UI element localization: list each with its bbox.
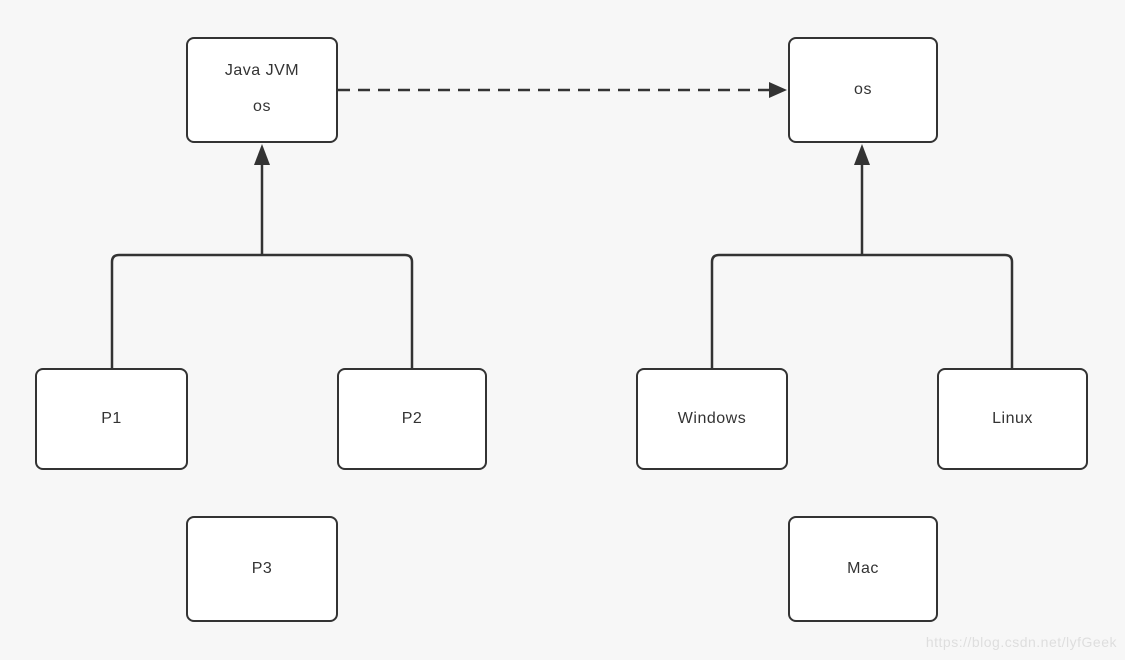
arrowhead-right-icon [769,82,787,98]
edge-windows-linux-to-os [710,144,1014,368]
node-p1: P1 [35,368,188,470]
node-os-label: os [854,81,872,98]
node-os: os [788,37,938,143]
edge-p1-p2-to-jvm [110,144,414,368]
node-linux: Linux [937,368,1088,470]
node-windows: Windows [636,368,788,470]
edge-jvm-to-os-dashed-arrow [338,82,787,98]
node-windows-label: Windows [677,410,747,427]
node-p3: P3 [186,516,338,622]
watermark: https://blog.csdn.net/lyfGeek [925,634,1117,650]
arrowhead-up-icon [854,144,870,165]
arrowhead-up-icon [254,144,270,165]
node-mac-label: Mac [847,560,879,577]
node-java-jvm: Java JVM os [186,37,338,143]
node-p3-label: P3 [251,560,273,577]
node-java-jvm-line1: Java JVM [224,62,300,79]
node-p1-label: P1 [101,410,122,427]
node-linux-label: Linux [992,410,1033,427]
node-mac: Mac [788,516,938,622]
node-p2-label: P2 [401,410,423,427]
node-java-jvm-line2: os [253,98,271,115]
node-p2: P2 [337,368,487,470]
